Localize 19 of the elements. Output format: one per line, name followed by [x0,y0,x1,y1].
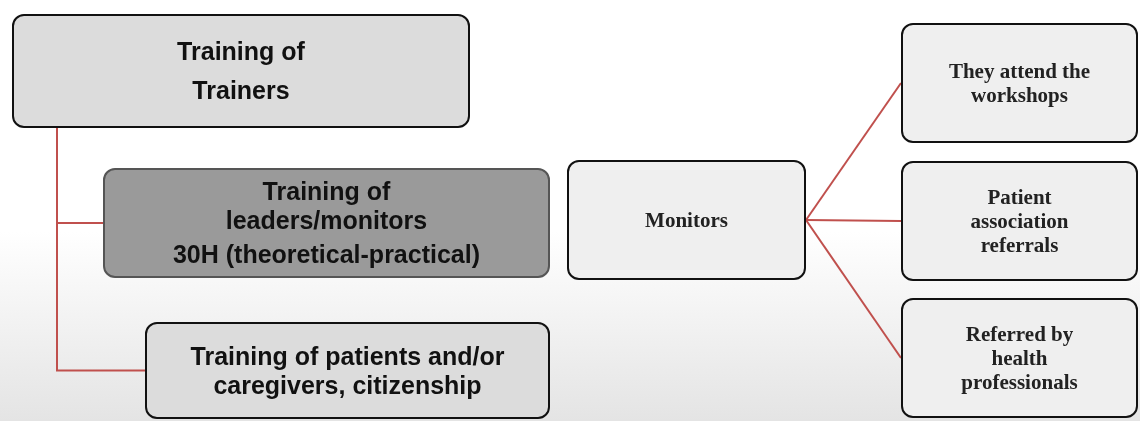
box-text: Training of Trainers [176,36,306,106]
box-text: 30H (theoretical-practical) [172,240,480,270]
process-box [901,23,1138,143]
box-text: Training of leaders/monitors [224,176,429,235]
process-box [567,160,806,280]
box-text: Patient association referrals [969,184,1070,258]
process-box [12,14,470,128]
process-box [145,322,550,419]
connector-line [805,82,902,221]
box-text: They attend the workshops [947,58,1092,108]
process-box [901,161,1138,281]
box-text: Referred by health professionals [960,321,1079,395]
process-box [901,298,1138,418]
box-text: Monitors [645,207,728,233]
connector-line [56,127,146,372]
connector-line [805,219,902,359]
connector-line [805,219,902,222]
process-box [103,168,550,278]
box-text: Training of patients and/or caregivers, citizenship [189,341,506,400]
